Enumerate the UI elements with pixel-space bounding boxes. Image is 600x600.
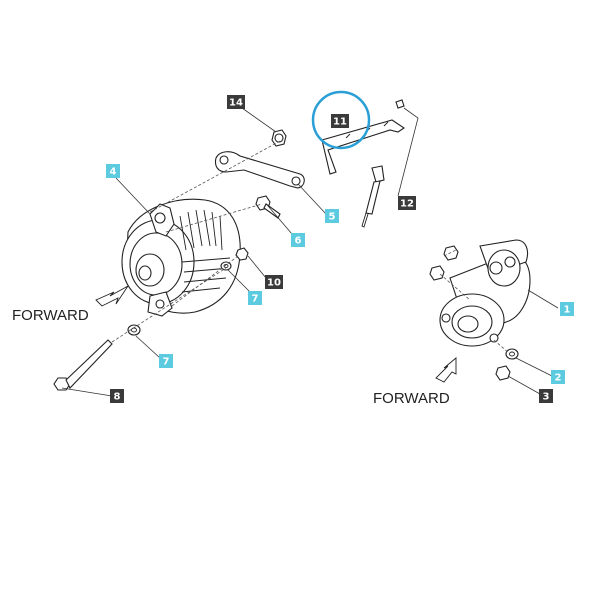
callout-box <box>551 370 565 384</box>
callout-label: 8 <box>114 392 121 403</box>
callout-box <box>331 114 349 128</box>
long-bolt-8[interactable] <box>53 339 113 391</box>
callout-box <box>291 233 305 247</box>
callout-14[interactable]: 14 <box>227 95 245 109</box>
callout-label: 11 <box>333 117 347 128</box>
callout-10[interactable]: 10 <box>265 275 283 289</box>
forward-label-right: FORWARD <box>373 390 450 407</box>
callout-6[interactable]: 6 <box>291 233 305 247</box>
callout-box <box>265 275 283 289</box>
callout-12[interactable]: 12 <box>398 196 416 210</box>
callout-label: 12 <box>400 199 414 210</box>
forward-arrow-right <box>435 357 457 383</box>
callout-label: 1 <box>564 305 571 316</box>
highlight-circle <box>311 90 371 150</box>
callout-label: 4 <box>110 167 117 178</box>
callout-box <box>106 164 120 178</box>
callout-2[interactable]: 2 <box>551 370 565 384</box>
alternator[interactable] <box>121 198 241 317</box>
starter-nut-left[interactable] <box>429 265 445 281</box>
callout-label: 2 <box>555 373 562 384</box>
callout-4[interactable]: 4 <box>106 164 120 178</box>
callout-box <box>560 302 574 316</box>
callout-label: 10 <box>267 278 281 289</box>
adjusting-bracket[interactable] <box>214 151 305 189</box>
callout-label: 6 <box>295 236 302 247</box>
callout-7b[interactable]: 7 <box>159 354 173 368</box>
callout-box <box>325 209 339 223</box>
callout-label: 7 <box>252 294 259 305</box>
callout-label: 14 <box>229 98 243 109</box>
callout-box <box>539 389 553 403</box>
callout-7a[interactable]: 7 <box>248 291 262 305</box>
callout-5[interactable]: 5 <box>325 209 339 223</box>
washer-7b[interactable] <box>127 324 141 336</box>
forward-label-left: FORWARD <box>12 307 89 324</box>
callout-box <box>110 389 124 403</box>
callout-box <box>398 196 416 210</box>
callout-11[interactable]: 11 <box>331 114 349 128</box>
bolt-6[interactable] <box>255 195 281 219</box>
callout-box <box>159 354 173 368</box>
washer-2[interactable] <box>505 348 519 360</box>
glow-plug-wire[interactable] <box>321 99 405 175</box>
nut-10[interactable] <box>235 247 249 261</box>
callout-label: 5 <box>329 212 336 223</box>
starter-motor[interactable] <box>439 239 531 347</box>
callout-box <box>227 95 245 109</box>
callout-box <box>248 291 262 305</box>
callout-1[interactable]: 1 <box>560 302 574 316</box>
nut-14[interactable] <box>271 129 287 147</box>
nut-3[interactable] <box>495 365 511 381</box>
forward-arrow-left <box>95 285 129 307</box>
starter-nut-top[interactable] <box>443 245 459 261</box>
washer-7a[interactable] <box>220 261 232 271</box>
leader-lines <box>61 107 559 397</box>
callout-label: 3 <box>543 392 550 403</box>
glow-plug[interactable] <box>361 165 385 228</box>
callout-label: 7 <box>163 357 170 368</box>
callout-8[interactable]: 8 <box>110 389 124 403</box>
callout-3[interactable]: 3 <box>539 389 553 403</box>
